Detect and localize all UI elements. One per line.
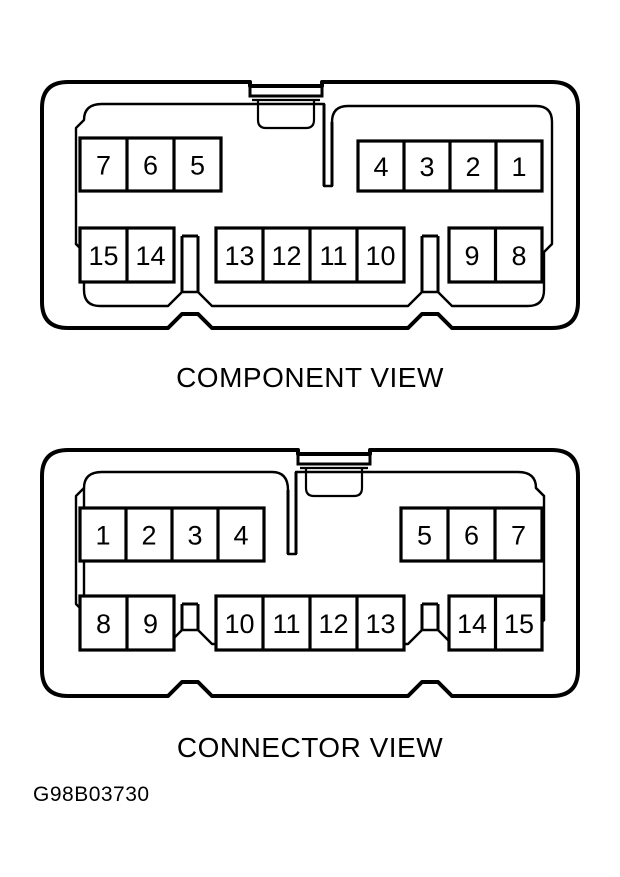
figure-reference-code: G98B03730 <box>33 783 150 806</box>
pin-label: 15 <box>504 609 534 639</box>
pin-label: 14 <box>457 609 487 639</box>
pin-label: 15 <box>88 241 118 271</box>
component-view-group-top-right: 4 3 2 1 <box>356 139 544 193</box>
component-view-key-slot-right <box>420 234 440 292</box>
pin-label: 11 <box>272 609 300 639</box>
component-view-caption: COMPONENT VIEW <box>176 362 444 393</box>
connector-view-caption: CONNECTOR VIEW <box>176 732 444 763</box>
connector-view-center-divider <box>286 472 298 554</box>
pin-label: 6 <box>464 521 479 551</box>
pin-label: 9 <box>143 609 158 639</box>
pin-label: 3 <box>419 152 434 182</box>
component-view-center-divider <box>322 104 334 186</box>
connector-view-group-bottom-right: 14 15 <box>447 594 544 652</box>
pin-label: 12 <box>318 609 348 639</box>
pin-group-box <box>78 136 223 193</box>
pin-label: 5 <box>417 521 432 551</box>
connector-view-key-slot-left <box>180 602 200 630</box>
component-view-group-bottom-right: 9 8 <box>447 226 544 284</box>
component-view-key-slot-left <box>180 234 200 292</box>
pin-label: 12 <box>271 241 301 271</box>
pin-label: 6 <box>143 151 158 181</box>
connector-view-outer-shell <box>40 448 580 698</box>
pin-label: 4 <box>233 521 248 551</box>
pin-group-box <box>399 506 544 563</box>
pin-label: 8 <box>96 609 111 639</box>
connector-view-group-top-left: 1 2 3 4 <box>78 506 266 563</box>
pin-label: 1 <box>95 521 110 551</box>
connector-view-group-bottom-mid: 10 11 12 13 <box>214 594 406 652</box>
component-view-group-bottom-left: 15 14 <box>78 226 176 284</box>
component-view-outer-shell <box>40 80 580 330</box>
connector-view-latch-body <box>304 469 364 498</box>
component-view-group-top-left: 7 6 5 <box>78 136 223 193</box>
pin-label: 13 <box>365 609 395 639</box>
pin-label: 3 <box>187 521 202 551</box>
pin-label: 2 <box>465 152 480 182</box>
pin-label: 5 <box>190 151 205 181</box>
pin-label: 1 <box>511 152 526 182</box>
connector-view-drawing: 1 2 3 4 5 6 7 8 9 <box>40 448 580 698</box>
pin-label: 13 <box>224 241 254 271</box>
connector-view-group-top-right: 5 6 7 <box>399 506 544 563</box>
pin-label: 2 <box>141 521 156 551</box>
pin-label: 14 <box>135 241 165 271</box>
pin-label: 10 <box>365 241 395 271</box>
connector-view-key-slot-right <box>420 602 440 630</box>
pin-label: 9 <box>464 241 479 271</box>
connector-view-latch-tab <box>296 450 372 466</box>
component-view-latch-body <box>256 101 316 130</box>
component-view-drawing: 7 6 5 4 3 2 1 15 14 <box>40 80 580 330</box>
component-view-group-bottom-mid: 13 12 11 10 <box>214 226 406 284</box>
pin-label: 7 <box>96 151 111 181</box>
pin-label: 4 <box>373 152 388 182</box>
component-view-latch-tab <box>248 82 324 98</box>
pin-label: 7 <box>511 521 526 551</box>
connector-view-group-bottom-left: 8 9 <box>78 594 176 652</box>
pin-label: 11 <box>319 241 347 271</box>
pin-label: 10 <box>224 609 254 639</box>
pin-label: 8 <box>511 241 526 271</box>
